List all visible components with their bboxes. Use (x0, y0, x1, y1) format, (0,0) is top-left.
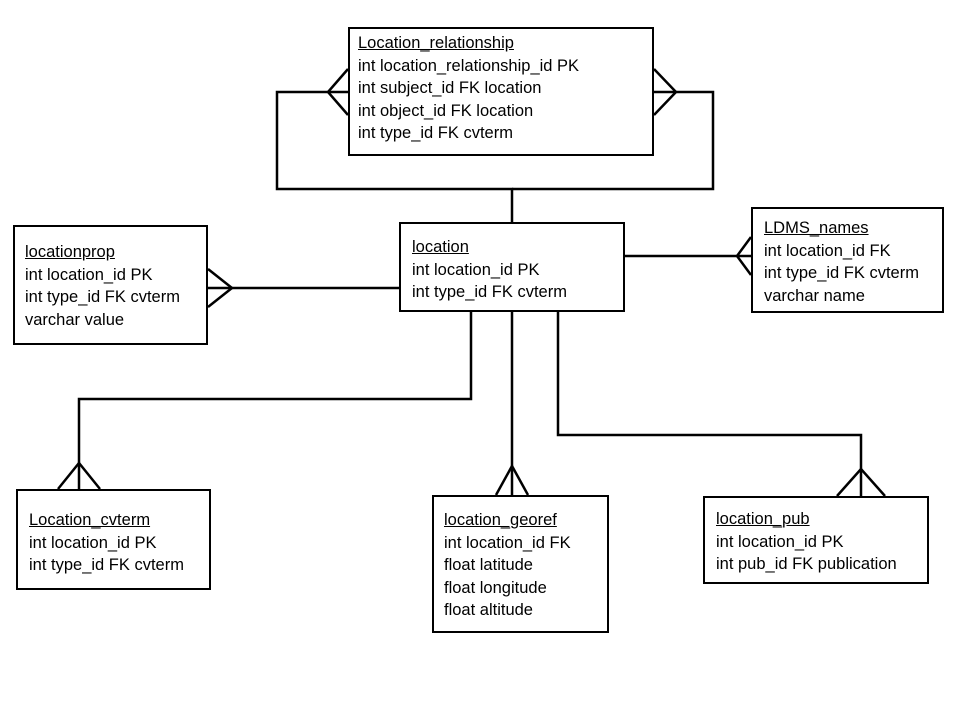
entity-ldms-names: LDMS_names int location_id FK int type_i… (751, 207, 944, 313)
entity-field: int type_id FK cvterm (25, 288, 180, 306)
entity-field: int type_id FK cvterm (358, 124, 513, 142)
entity-field: int location_id PK (412, 260, 540, 279)
crowfoot-location-cvterm (57, 461, 101, 490)
entity-field: float altitude (444, 601, 533, 619)
crowfoot-location-georef (494, 463, 530, 496)
connector-location-cvterm (77, 312, 473, 489)
entity-title: location (412, 238, 469, 256)
entity-field: int object_id FK location (358, 101, 534, 120)
entity-field: int pub_id FK publication (716, 555, 897, 573)
entity-field: varchar value (25, 310, 125, 329)
entity-field: float latitude (444, 556, 533, 574)
crowfoot-location-relationship-right (653, 68, 678, 116)
entity-field: int location_id FK (444, 533, 571, 552)
entity-title: location_pub (716, 510, 810, 528)
entity-field: int type_id FK cvterm (764, 264, 919, 282)
entity-title: locationprop (25, 243, 115, 261)
entity-field: int type_id FK cvterm (29, 556, 184, 574)
entity-field: int location_relationship_id PK (358, 56, 580, 75)
entity-locationprop: locationprop int location_id PK int type… (13, 225, 208, 345)
entity-location-relationship: Location_relationship int location_relat… (348, 27, 654, 156)
entity-location-pub: location_pub int location_id PK int pub_… (703, 496, 929, 584)
entity-field: int type_id FK cvterm (412, 283, 567, 301)
crowfoot-ldms-names (735, 236, 753, 276)
connector-location-relationship-loop (275, 90, 514, 222)
entity-field: int location_id PK (25, 265, 153, 284)
connector-location-pub (556, 312, 863, 496)
entity-field: float longitude (444, 578, 547, 597)
entity-title: LDMS_names (764, 219, 869, 237)
entity-field: int location_id FK (764, 241, 891, 260)
entity-location: location int location_id PK int type_id … (399, 222, 625, 312)
entity-field: varchar name (764, 286, 865, 305)
crowfoot-locationprop (207, 268, 235, 308)
entity-title: location_georef (444, 511, 557, 529)
entity-title: Location_relationship (358, 34, 514, 52)
crowfoot-location-relationship-left (326, 68, 349, 116)
entity-field: int location_id PK (29, 533, 157, 552)
crowfoot-location-pub (836, 467, 886, 497)
entity-location-georef: location_georef int location_id FK float… (432, 495, 609, 633)
connector-location-relationship-loop-right (512, 90, 715, 191)
entity-title: Location_cvterm (29, 511, 151, 529)
entity-location-cvterm: Location_cvterm int location_id PK int t… (16, 489, 211, 590)
entity-field: int subject_id FK location (358, 79, 542, 97)
entity-field: int location_id PK (716, 532, 844, 551)
